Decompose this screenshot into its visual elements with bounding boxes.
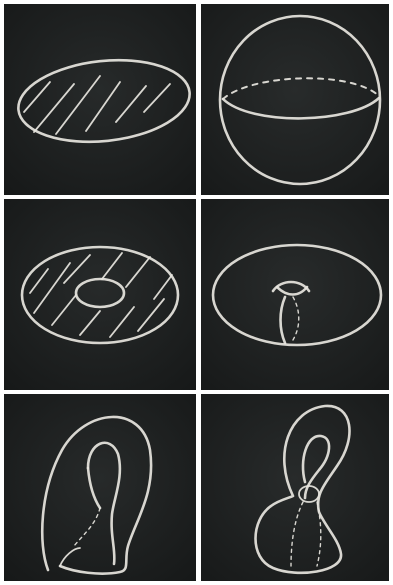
chalkboard-background bbox=[4, 199, 196, 390]
sphere-drawing bbox=[201, 4, 389, 195]
annulus-drawing bbox=[4, 199, 196, 390]
chalkboard-background bbox=[201, 4, 389, 195]
panel-disk bbox=[4, 4, 196, 195]
panel-klein-bottle-a bbox=[4, 394, 196, 581]
chalkboard-background bbox=[4, 394, 196, 581]
klein-bottle-b-drawing bbox=[201, 394, 389, 581]
panel-annulus bbox=[4, 199, 196, 390]
disk-drawing bbox=[4, 4, 196, 195]
panel-klein-bottle-b bbox=[201, 394, 389, 581]
panel-torus bbox=[201, 199, 389, 390]
klein-bottle-a-drawing bbox=[4, 394, 196, 581]
torus-drawing bbox=[201, 199, 389, 390]
chalkboard-background bbox=[4, 4, 196, 195]
panel-sphere bbox=[201, 4, 389, 195]
